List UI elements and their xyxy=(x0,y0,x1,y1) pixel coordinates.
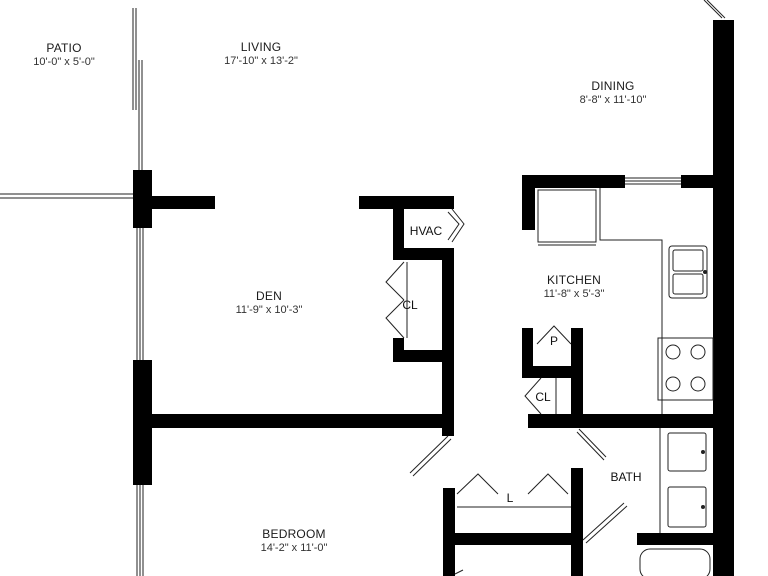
kitchen-sink xyxy=(668,245,708,299)
bath-south-wall xyxy=(637,533,720,545)
room-dimensions: 14'-2" x 11'-0" xyxy=(260,542,328,554)
den-north-wall-left xyxy=(133,196,215,209)
stove xyxy=(657,337,714,401)
bathtub xyxy=(639,548,711,576)
room-name: DEN xyxy=(256,289,282,303)
kitchen-closet-label: CL xyxy=(535,390,551,404)
room-patio: PATIO 10'-0" x 5'-0" xyxy=(33,41,95,68)
bath-sink-lower xyxy=(667,486,707,528)
bath-sink-upper xyxy=(667,432,707,472)
closet-south-wall xyxy=(393,350,454,362)
room-name: BEDROOM xyxy=(262,527,326,541)
room-dining: DINING 8'-8" x 11'-10" xyxy=(580,79,647,106)
hvac-label: HVAC xyxy=(409,224,443,238)
room-name: LIVING xyxy=(240,40,282,54)
walls xyxy=(133,20,734,576)
hvac-west-wall xyxy=(393,196,404,248)
room-name: DINING xyxy=(591,79,635,93)
pantry-label: P xyxy=(549,334,559,348)
hallway-wall xyxy=(442,248,454,436)
bedroom-north-wall xyxy=(133,414,454,428)
room-den: DEN 11'-9" x 10'-3" xyxy=(236,289,303,316)
den-closet-label: CL xyxy=(402,298,418,312)
pantry-west-wall xyxy=(522,328,533,378)
bath-west-wall xyxy=(571,468,583,576)
hvac-south-wall xyxy=(393,248,454,260)
linen-closet-label: L xyxy=(506,491,514,505)
room-name: KITCHEN xyxy=(546,273,602,287)
room-dimensions: 11'-8" x 5'-3" xyxy=(543,288,605,300)
room-name: PATIO xyxy=(46,41,82,55)
bath-label: BATH xyxy=(610,470,642,484)
room-dimensions: 11'-9" x 10'-3" xyxy=(235,304,303,316)
kitchen-north-wall-right xyxy=(681,175,721,188)
room-dimensions: 17'-10" x 13'-2" xyxy=(224,55,298,67)
kitchen-north-wall-left xyxy=(522,175,625,188)
linen-shelf-wall xyxy=(443,533,583,545)
room-kitchen: KITCHEN 11'-8" x 5'-3" xyxy=(544,273,605,300)
den-north-wall-right xyxy=(359,196,454,209)
pantry-south-wall xyxy=(522,366,583,378)
refrigerator xyxy=(537,189,597,243)
room-living: LIVING 17'-10" x 13'-2" xyxy=(224,40,298,67)
kitchen-north-wall-stub xyxy=(522,175,535,230)
room-bedroom: BEDROOM 14'-2" x 11'-0" xyxy=(261,527,328,554)
linen-north-wall xyxy=(443,488,455,576)
thin-lines xyxy=(0,0,726,576)
east-wall xyxy=(713,20,734,576)
bath-north-wall xyxy=(528,414,720,428)
room-dimensions: 10'-0" x 5'-0" xyxy=(33,56,95,68)
room-dimensions: 8'-8" x 11'-10" xyxy=(579,94,647,106)
